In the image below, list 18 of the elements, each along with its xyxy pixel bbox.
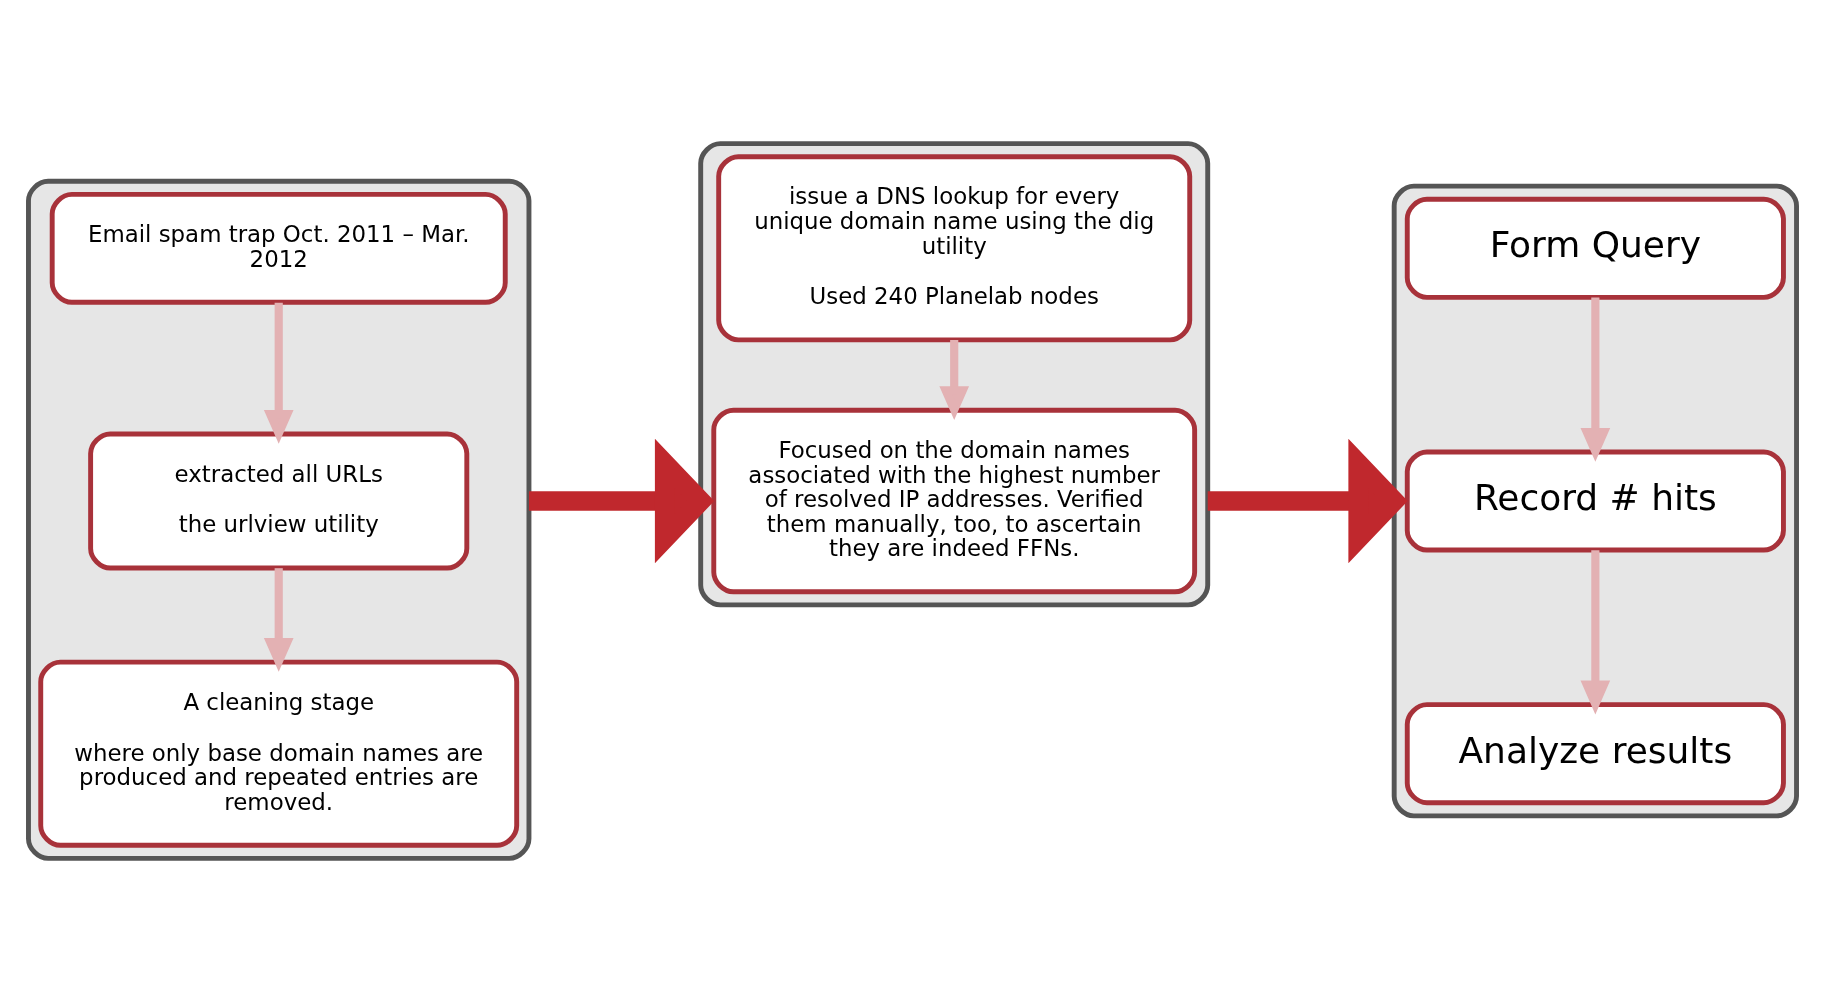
node-box: Analyze results: [1404, 701, 1786, 805]
arrow: [263, 302, 294, 444]
arrow: [939, 339, 970, 420]
arrow: [263, 567, 294, 672]
cluster: [26, 178, 532, 861]
node-box: Form Query: [1404, 196, 1786, 300]
node-box: Focused on the domain names associated with the highest number of resolved IP addresses. Verified them manually, too, to ascertain they are indeed FFNs.: [711, 407, 1198, 594]
cluster: [1391, 183, 1799, 818]
arrow: [528, 438, 715, 563]
node-box: Email spam trap Oct. 2011 – Mar. 2012: [49, 191, 508, 305]
arrow: [1580, 549, 1611, 715]
arrow: [1580, 296, 1611, 462]
node-box: extracted all URLs the urlview utility: [88, 431, 470, 570]
node-box: issue a DNS lookup for every unique domain name using the dig utility Used 240 Planelab nodes: [716, 153, 1193, 342]
arrow: [1207, 438, 1408, 563]
node-box: A cleaning stage where only base domain names are produced and repeated entries are removed.: [38, 659, 520, 848]
cluster: [698, 140, 1211, 607]
node-box: Record # hits: [1404, 448, 1786, 553]
